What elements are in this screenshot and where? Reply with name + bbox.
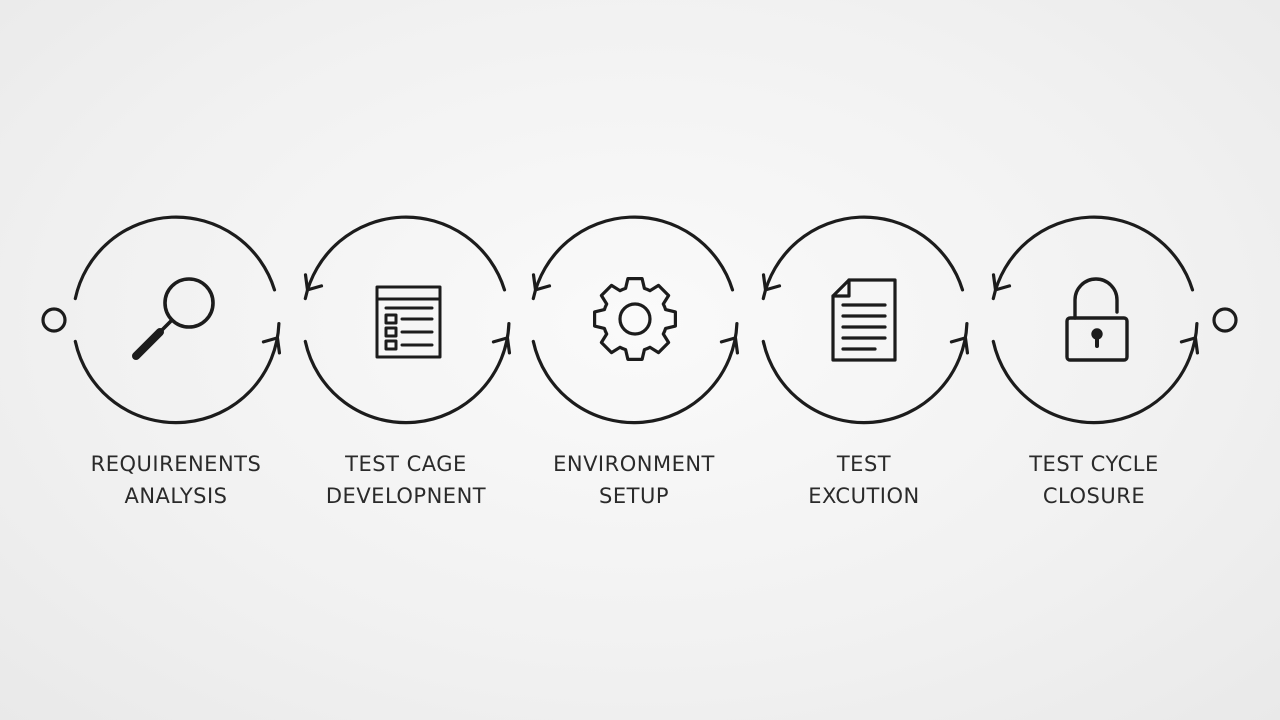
flow-arrowhead-left [761, 273, 782, 292]
ring-arc-lower [303, 322, 511, 425]
flow-arrowhead-right [491, 336, 512, 355]
start-terminal [41, 307, 67, 333]
flow-arrowhead-left [991, 273, 1012, 292]
stage-label-line: EXCUTION [808, 484, 920, 508]
ring-arc-lower [991, 322, 1199, 425]
ring-arc-lower [73, 322, 281, 425]
ring-arc-upper [991, 215, 1195, 301]
ring-arc-upper [303, 215, 507, 301]
stage-label-line: ANALYSIS [124, 484, 228, 508]
stage-label-test-cycle-closure: TEST CYCLE CLOSURE [974, 448, 1214, 512]
stage-label-line: TEST CYCLE [1029, 452, 1159, 476]
stage-label-line: TEST CAGE [345, 452, 467, 476]
test-case-form-icon [375, 285, 442, 359]
ring-arc-upper [73, 215, 277, 301]
stage-rings [73, 215, 1199, 425]
gear-outline [593, 277, 677, 361]
flow-arrowhead-left [531, 273, 552, 292]
end-terminal [1212, 307, 1238, 333]
magnifier-icon [132, 277, 215, 360]
stage-label-line: DEVELOPNENT [325, 484, 487, 508]
flow-arrowhead-right [261, 336, 282, 355]
flow-arrows [261, 273, 1200, 355]
flow-arrowhead-left [303, 273, 324, 292]
stage-label-environment-setup: ENVIRONMENT SETUP [514, 448, 754, 512]
flow-arrowhead-right [949, 336, 970, 355]
stage-label-test-case-development: TEST CAGE DEVELOPNENT [286, 448, 526, 512]
document-icon [831, 278, 897, 362]
ring-arc-upper [531, 215, 735, 301]
flow-arrowhead-right [719, 336, 740, 355]
gear-hub [618, 302, 652, 336]
stage-label-test-execution: TEST EXCUTION [744, 448, 984, 512]
padlock-icon [1065, 277, 1129, 362]
stage-label-line: ENVIRONMENT [553, 452, 715, 476]
ring-arc-lower [761, 322, 969, 425]
stage-label-line: CLOSURE [1042, 484, 1146, 508]
ring-arc-upper [761, 215, 965, 301]
flow-arrowhead-right [1179, 336, 1200, 355]
ring-arc-lower [531, 322, 739, 425]
stage-label-line: SETUP [599, 484, 669, 508]
stage-label-requirements-analysis: REQUIRENENTS ANALYSIS [56, 448, 296, 512]
stage-label-line: REQUIRENENTS [90, 452, 262, 476]
stage-label-line: TEST [836, 452, 892, 476]
gear-icon [593, 277, 677, 361]
